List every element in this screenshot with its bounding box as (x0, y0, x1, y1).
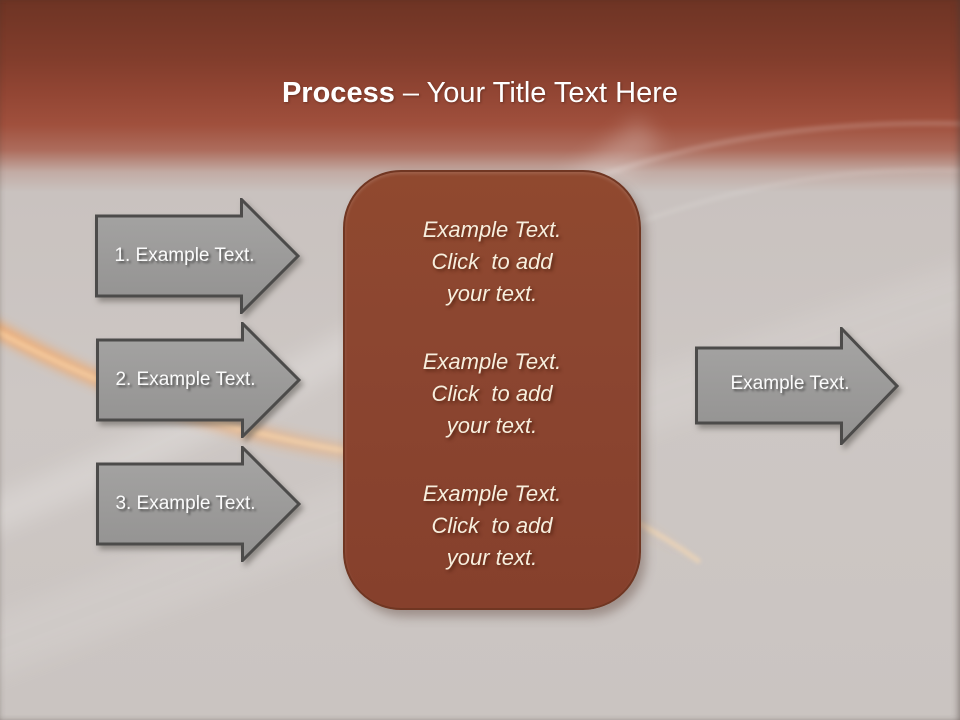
panel-paragraph: Example Text. Click to add your text. (345, 346, 639, 442)
panel-text-line: Click to add (431, 513, 553, 538)
step-arrow-2-label: 2. Example Text. (115, 369, 256, 390)
title-keyword: Process (281, 77, 395, 110)
panel-text-line: Example Text. (422, 217, 562, 242)
panel-text-line: Example Text. (422, 349, 562, 374)
panel-text-line: your text. (446, 281, 538, 306)
title-subtitle: – Your Title Text Here (394, 77, 679, 110)
panel-paragraph: Example Text. Click to add your text. (345, 214, 639, 310)
step-arrow-1-label: 1. Example Text. (114, 245, 255, 266)
panel-text-line: Example Text. (422, 481, 562, 506)
process-panel[interactable]: Example Text. Click to add your text. Ex… (343, 170, 641, 610)
result-arrow-label: Example Text. (730, 373, 850, 394)
step-arrow-2[interactable]: 2. Example Text. (96, 322, 301, 438)
step-arrow-3-label: 3. Example Text. (115, 493, 256, 514)
result-arrow[interactable]: Example Text. (695, 327, 899, 445)
panel-text-line: Click to add (431, 249, 553, 274)
step-arrow-1[interactable]: 1. Example Text. (95, 198, 300, 314)
panel-text-line: your text. (446, 413, 538, 438)
page-title: Process – Your Title Text Here (0, 71, 960, 115)
step-arrow-3[interactable]: 3. Example Text. (96, 446, 301, 562)
panel-paragraph: Example Text. Click to add your text. (345, 478, 639, 574)
panel-text-line: Click to add (431, 381, 553, 406)
panel-text-line: your text. (446, 545, 538, 570)
